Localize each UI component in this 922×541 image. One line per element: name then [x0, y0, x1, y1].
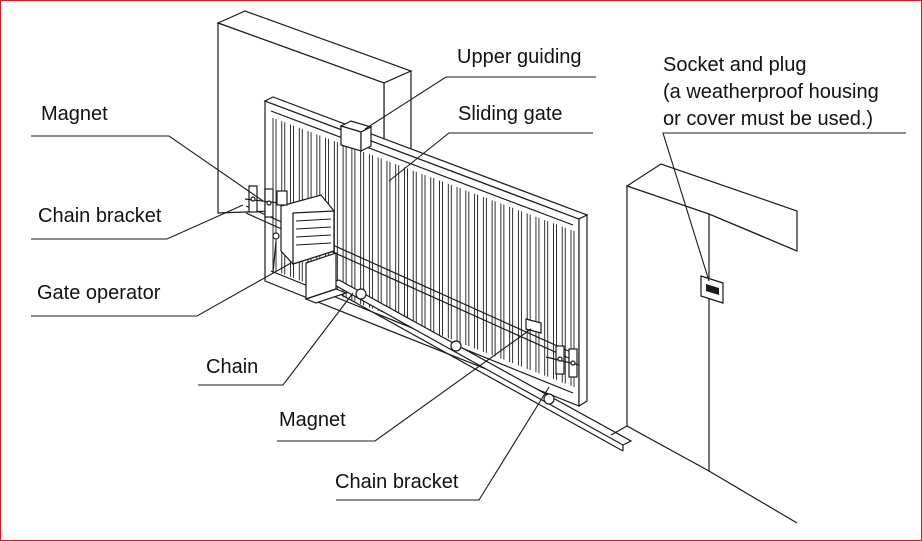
label-gate-operator: Gate operator [37, 282, 161, 304]
label-chain-bracket-bottom: Chain bracket [335, 471, 459, 493]
upper-guiding-box [339, 120, 373, 152]
label-magnet-left: Magnet [41, 103, 108, 125]
gate-operator-unit [272, 194, 348, 304]
label-socket-line1: Socket and plug [663, 54, 807, 76]
label-socket-line2: (a weatherproof housing [663, 81, 879, 103]
right-chain-bracket [525, 318, 580, 378]
label-upper-guiding: Upper guiding [457, 46, 582, 68]
leader-lines [31, 76, 906, 501]
label-magnet-bottom: Magnet [279, 409, 346, 431]
label-socket-line3: or cover must be used.) [663, 108, 874, 130]
right-pillar [610, 163, 798, 524]
label-chain: Chain [206, 356, 259, 378]
label-chain-bracket-left: Chain bracket [38, 205, 162, 227]
socket-and-plug [700, 275, 724, 304]
label-sliding-gate: Sliding gate [458, 103, 563, 125]
left-chain-bracket [244, 185, 288, 218]
